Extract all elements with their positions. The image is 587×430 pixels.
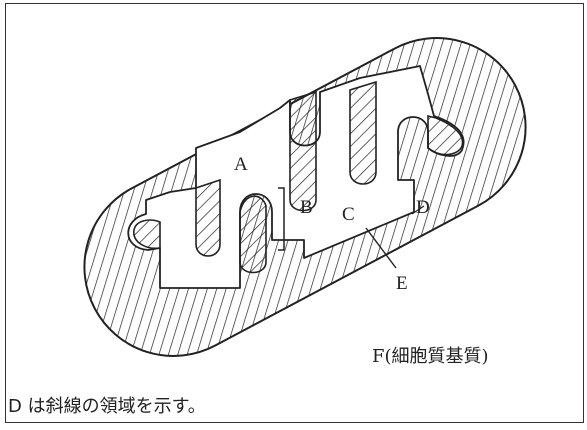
- label-d: D: [416, 197, 430, 218]
- crista-5: [133, 219, 161, 250]
- crista-6: [427, 114, 464, 156]
- crista-1: [195, 178, 221, 257]
- label-e: E: [396, 273, 408, 294]
- crista-2: [239, 195, 267, 274]
- leader-d: [411, 205, 425, 215]
- caption-note: D は斜線の領域を示す。: [8, 396, 206, 417]
- bracket-b: [278, 187, 285, 251]
- label-a: A: [234, 154, 248, 175]
- diagram-frame: [5, 3, 584, 423]
- leader-e: [365, 227, 397, 269]
- crista-3: [289, 90, 317, 212]
- label-f-cytoplasm: F(細胞質基質): [372, 346, 489, 367]
- label-b: B: [300, 197, 313, 218]
- crista-4: [349, 80, 377, 185]
- label-c: C: [342, 204, 355, 225]
